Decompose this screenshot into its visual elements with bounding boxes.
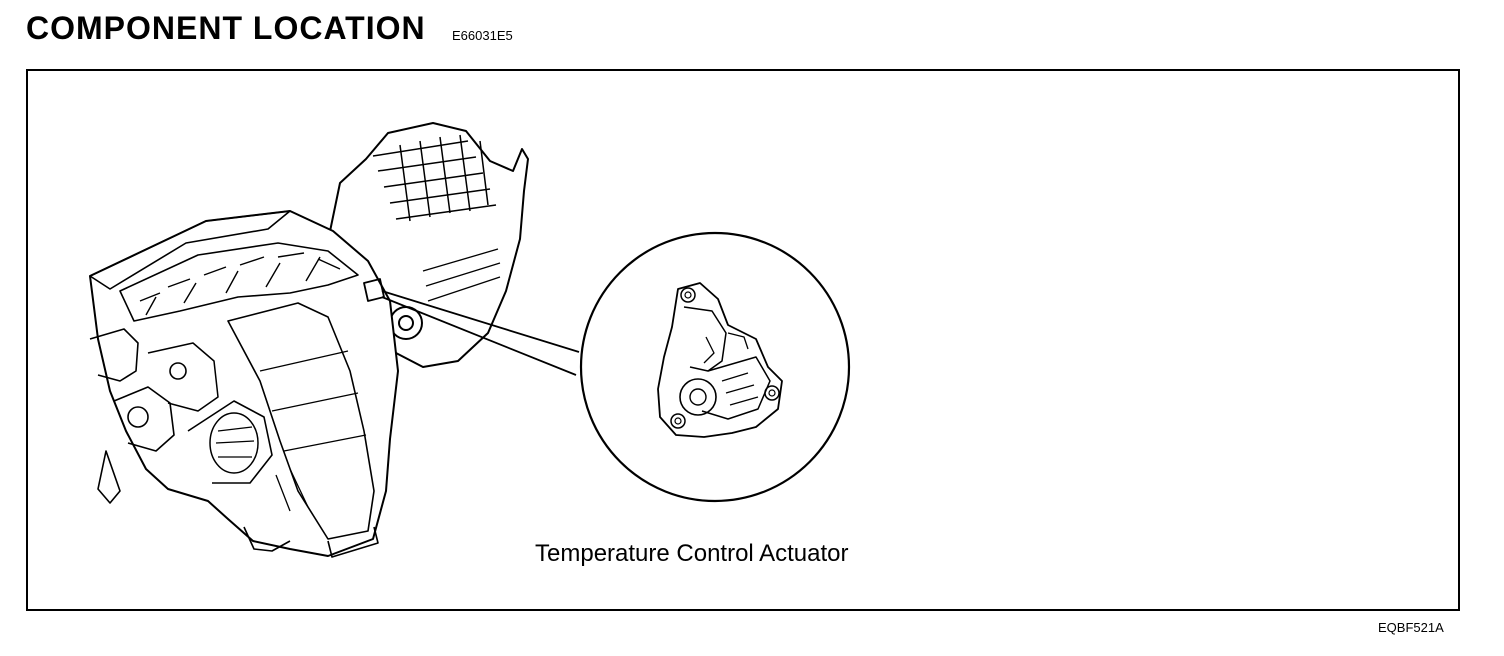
- page-title: COMPONENT LOCATION: [26, 10, 426, 46]
- diagram-frame: Temperature Control Actuator: [26, 69, 1460, 611]
- actuator-drawing: [657, 282, 783, 438]
- hvac-unit-drawing: [89, 122, 529, 558]
- actuator-label: Temperature Control Actuator: [535, 540, 849, 567]
- leader-line-upper: [381, 290, 580, 353]
- leader-line-lower: [381, 296, 577, 376]
- page-code: E66031E5: [452, 28, 513, 43]
- figure-code: EQBF521A: [1378, 620, 1444, 635]
- diagram-canvas: [89, 122, 851, 558]
